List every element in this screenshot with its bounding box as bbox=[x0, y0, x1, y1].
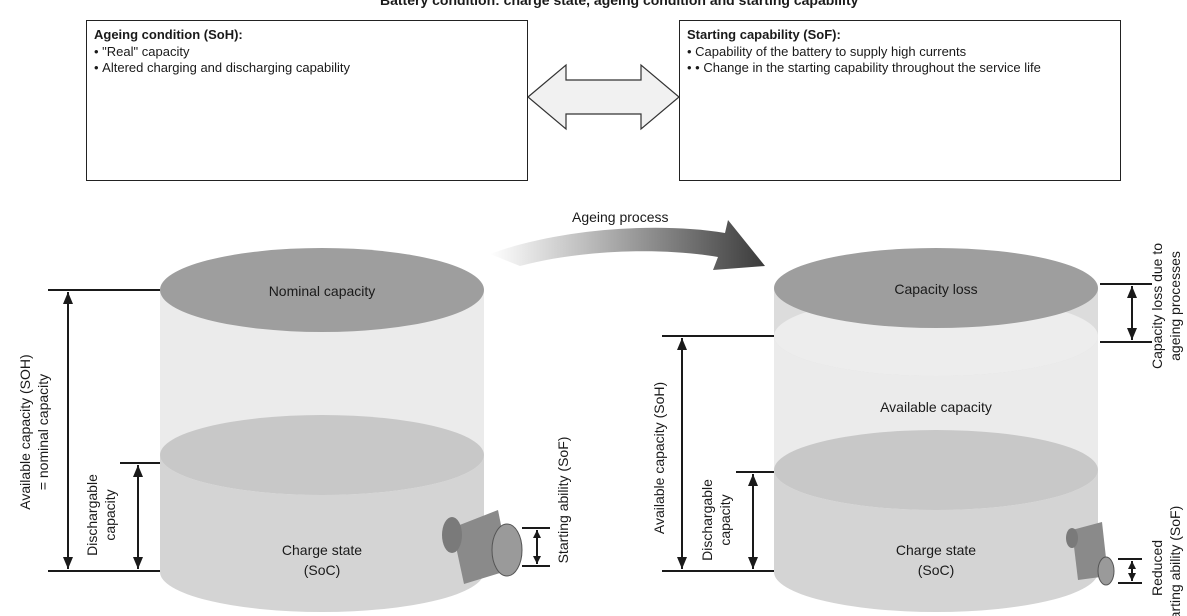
ageing-condition-title: Ageing condition (SoH): bbox=[94, 27, 243, 42]
left-soc-label: (SoC) bbox=[304, 562, 341, 578]
list-item: Capability of the battery to supply high… bbox=[687, 44, 1113, 60]
starting-capability-list: Capability of the battery to supply high… bbox=[687, 44, 1113, 76]
starting-capability-box: Starting capability (SoF): Capability of… bbox=[679, 20, 1121, 181]
reduced-starting-label-2: starting ability (SoF) bbox=[1167, 506, 1183, 616]
double-arrow-icon bbox=[527, 63, 680, 131]
left-dimension-lines bbox=[48, 289, 550, 572]
right-dischargable-label-1: Dischargable bbox=[699, 479, 715, 561]
left-terminal-back bbox=[442, 517, 462, 553]
right-available-label: Available capacity (SoH) bbox=[651, 382, 667, 534]
starting-ability-label: Starting ability (SoF) bbox=[555, 437, 571, 564]
nominal-capacity-label: Nominal capacity bbox=[269, 283, 376, 299]
diagram-title: Battery condition: charge state, ageing … bbox=[380, 0, 859, 8]
left-available-label-1: Available capacity (SOH) bbox=[17, 354, 33, 509]
right-dischargable-label-2: capacity bbox=[717, 494, 733, 545]
left-charge-state-label: Charge state bbox=[282, 542, 362, 558]
right-charge-state-label: Charge state bbox=[896, 542, 976, 558]
left-dischargable-label-1: Dischargable bbox=[84, 474, 100, 556]
left-nominal-top bbox=[160, 248, 484, 332]
right-terminal-back bbox=[1066, 528, 1078, 548]
list-item: • Change in the starting capability thro… bbox=[687, 60, 1113, 76]
ageing-process-label: Ageing process bbox=[572, 209, 669, 225]
left-charge-surface bbox=[160, 415, 484, 495]
right-loss-top bbox=[774, 248, 1098, 328]
right-arrowheads bbox=[677, 286, 1137, 581]
capacity-loss-reason-label-2: ageing processes bbox=[1167, 251, 1183, 361]
list-item: "Real" capacity bbox=[94, 44, 520, 60]
left-terminal-face bbox=[491, 523, 523, 577]
left-available-label-2: = nominal capacity bbox=[35, 374, 51, 490]
capacity-loss-label: Capacity loss bbox=[894, 281, 977, 297]
ageing-condition-list: "Real" capacity Altered charging and dis… bbox=[94, 44, 520, 76]
starting-capability-title: Starting capability (SoF): bbox=[687, 27, 841, 42]
right-soc-label: (SoC) bbox=[918, 562, 955, 578]
left-arrowheads bbox=[63, 292, 541, 569]
left-dischargable-label-2: capacity bbox=[102, 489, 118, 540]
available-capacity-label: Available capacity bbox=[880, 399, 992, 415]
capacity-loss-reason-label-1: Capacity loss due to bbox=[1149, 243, 1165, 369]
right-charge-surface bbox=[774, 430, 1098, 510]
right-terminal-face bbox=[1097, 556, 1115, 586]
reduced-starting-label-1: Reduced bbox=[1149, 540, 1165, 596]
list-item: Altered charging and discharging capabil… bbox=[94, 60, 520, 76]
left-battery-lower-body bbox=[160, 455, 484, 612]
ageing-condition-box: Ageing condition (SoH): "Real" capacity … bbox=[86, 20, 528, 181]
right-battery-lower-body bbox=[774, 470, 1098, 612]
ageing-arrow-icon bbox=[490, 220, 765, 270]
